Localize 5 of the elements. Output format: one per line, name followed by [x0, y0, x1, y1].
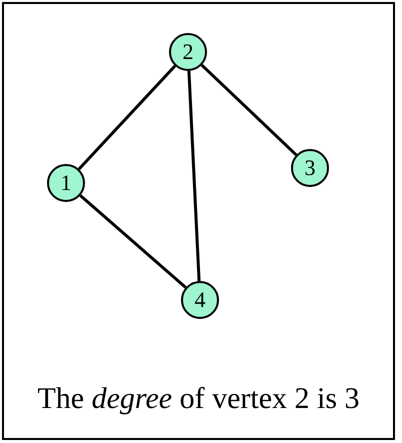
edge-line — [79, 194, 187, 289]
caption: The degree of vertex 2 is 3 — [36, 381, 361, 417]
edge-line — [78, 64, 176, 170]
edge-line — [200, 64, 298, 156]
edge-line — [187, 70, 201, 282]
